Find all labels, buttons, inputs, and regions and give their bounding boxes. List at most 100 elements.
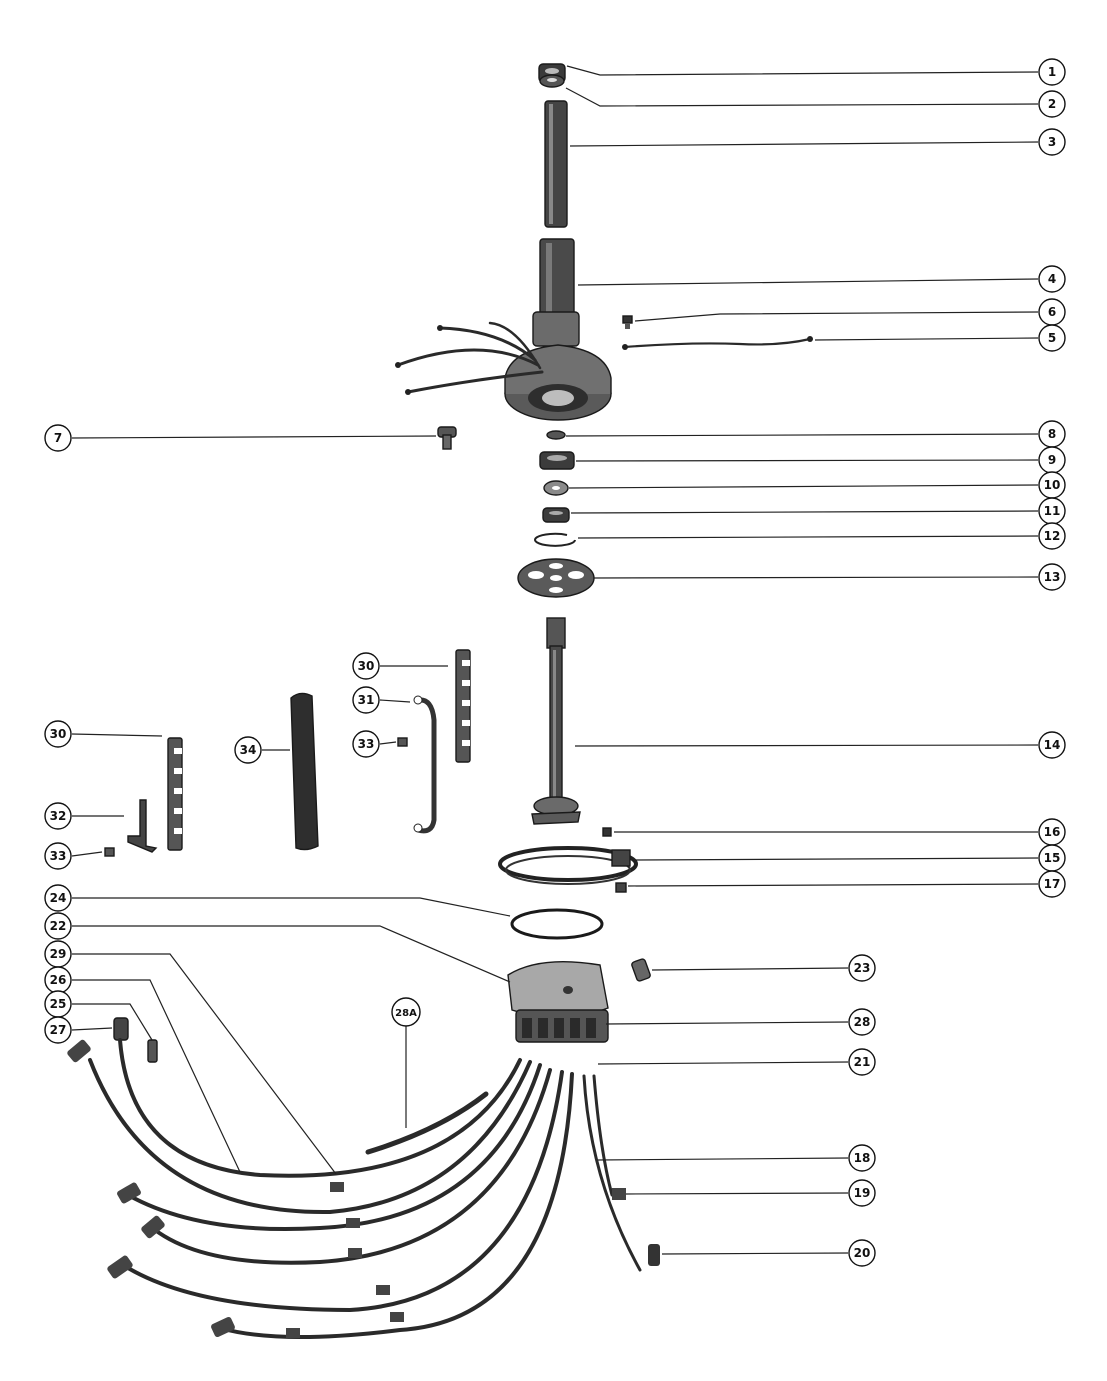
svg-text:7: 7	[54, 431, 62, 445]
part-10-washer	[543, 480, 569, 496]
part-33-nut-lower	[104, 847, 115, 857]
part-6-screw	[622, 315, 633, 329]
part-14-rotor-shaft	[531, 617, 581, 825]
callout-26: 26	[44, 966, 72, 994]
svg-text:10: 10	[1044, 478, 1061, 492]
part-31-bracket	[413, 695, 437, 834]
svg-text:2: 2	[1048, 97, 1056, 111]
svg-text:9: 9	[1048, 453, 1056, 467]
callout-9: 9	[1038, 446, 1066, 474]
svg-text:16: 16	[1044, 825, 1061, 839]
callout-18: 18	[848, 1144, 876, 1172]
part-4-distributor-housing	[504, 238, 612, 421]
svg-text:30: 30	[50, 727, 67, 741]
svg-text:33: 33	[50, 849, 67, 863]
callout-29: 29	[44, 940, 72, 968]
part-30-retainer-left	[167, 737, 183, 851]
part-5-ground-wire	[622, 336, 813, 350]
part-16-screw	[602, 827, 612, 837]
svg-text:28: 28	[854, 1015, 871, 1029]
part-8-washer	[546, 430, 566, 440]
callout-19: 19	[848, 1179, 876, 1207]
svg-text:8: 8	[1048, 427, 1056, 441]
callout-24: 24	[44, 884, 72, 912]
callout-21: 21	[848, 1048, 876, 1076]
callout-6: 6	[1038, 298, 1066, 326]
svg-text:25: 25	[50, 997, 67, 1011]
part-13-plate	[517, 558, 595, 598]
callout-4: 4	[1038, 265, 1066, 293]
svg-text:28A: 28A	[395, 1008, 417, 1019]
callout-2: 2	[1038, 90, 1066, 118]
callout-10: 10	[1038, 471, 1066, 499]
part-illustrations	[67, 63, 813, 1339]
svg-text:29: 29	[50, 947, 67, 961]
callout-27: 27	[44, 1016, 72, 1044]
svg-text:26: 26	[50, 973, 67, 987]
part-33-nut-upper	[397, 737, 408, 747]
part-23-terminal	[631, 958, 651, 982]
callout-11: 11	[1038, 497, 1066, 525]
svg-text:12: 12	[1044, 529, 1061, 543]
svg-text:19: 19	[854, 1186, 871, 1200]
callout-34: 34	[234, 736, 262, 764]
callout-14: 14	[1038, 731, 1066, 759]
callout-30-upper: 30	[352, 652, 380, 680]
callout-33-upper: 33	[352, 730, 380, 758]
svg-text:13: 13	[1044, 570, 1061, 584]
callout-12: 12	[1038, 522, 1066, 550]
housing-lead-wires	[395, 321, 544, 395]
part-2-seal	[539, 74, 565, 88]
part-7-fitting	[437, 426, 457, 450]
svg-text:3: 3	[1048, 135, 1056, 149]
callout-16: 16	[1038, 818, 1066, 846]
leader-lines	[71, 65, 1039, 1255]
svg-text:11: 11	[1044, 504, 1061, 518]
svg-text:5: 5	[1048, 331, 1056, 345]
svg-text:6: 6	[1048, 305, 1056, 319]
svg-text:22: 22	[50, 919, 67, 933]
callout-7: 7	[44, 424, 72, 452]
svg-text:30: 30	[358, 659, 375, 673]
callout-28a: 28A	[391, 997, 421, 1027]
part-12-snap-ring	[534, 532, 576, 547]
part-24-o-ring	[510, 908, 604, 940]
callout-8: 8	[1038, 420, 1066, 448]
part-32-bracket	[127, 799, 158, 853]
svg-text:1: 1	[1048, 65, 1056, 79]
svg-text:20: 20	[854, 1246, 871, 1260]
svg-text:34: 34	[240, 743, 257, 757]
part-9-bearing	[539, 451, 575, 470]
callout-3: 3	[1038, 128, 1066, 156]
part-27-terminal-boot	[113, 1017, 129, 1041]
callout-30-lower: 30	[44, 720, 72, 748]
part-3-shaft-sleeve	[544, 100, 568, 228]
svg-text:14: 14	[1044, 738, 1061, 752]
part-34-pad	[290, 692, 319, 851]
callout-33-lower: 33	[44, 842, 72, 870]
part-11-bearing	[542, 507, 570, 523]
callout-13: 13	[1038, 563, 1066, 591]
callout-1: 1	[1038, 58, 1066, 86]
part-25-connector	[147, 1039, 158, 1063]
callout-bubbles: 1 2 3 4 6 5 7 8 9 10 11 12 13 30 31 33 3…	[44, 58, 1066, 1267]
svg-text:27: 27	[50, 1023, 67, 1037]
svg-text:32: 32	[50, 809, 67, 823]
callout-25: 25	[44, 990, 72, 1018]
svg-text:18: 18	[854, 1151, 871, 1165]
svg-text:24: 24	[50, 891, 67, 905]
callout-17: 17	[1038, 870, 1066, 898]
svg-text:21: 21	[854, 1055, 871, 1069]
svg-text:31: 31	[358, 693, 375, 707]
ignition-harness	[67, 1038, 660, 1339]
callout-28: 28	[848, 1008, 876, 1036]
svg-text:15: 15	[1044, 851, 1061, 865]
part-15-clamp	[498, 846, 638, 885]
callout-31: 31	[352, 686, 380, 714]
svg-text:17: 17	[1044, 877, 1061, 891]
svg-text:33: 33	[358, 737, 375, 751]
part-28a-hose	[365, 1091, 489, 1155]
callout-22: 22	[44, 912, 72, 940]
callout-5: 5	[1038, 324, 1066, 352]
